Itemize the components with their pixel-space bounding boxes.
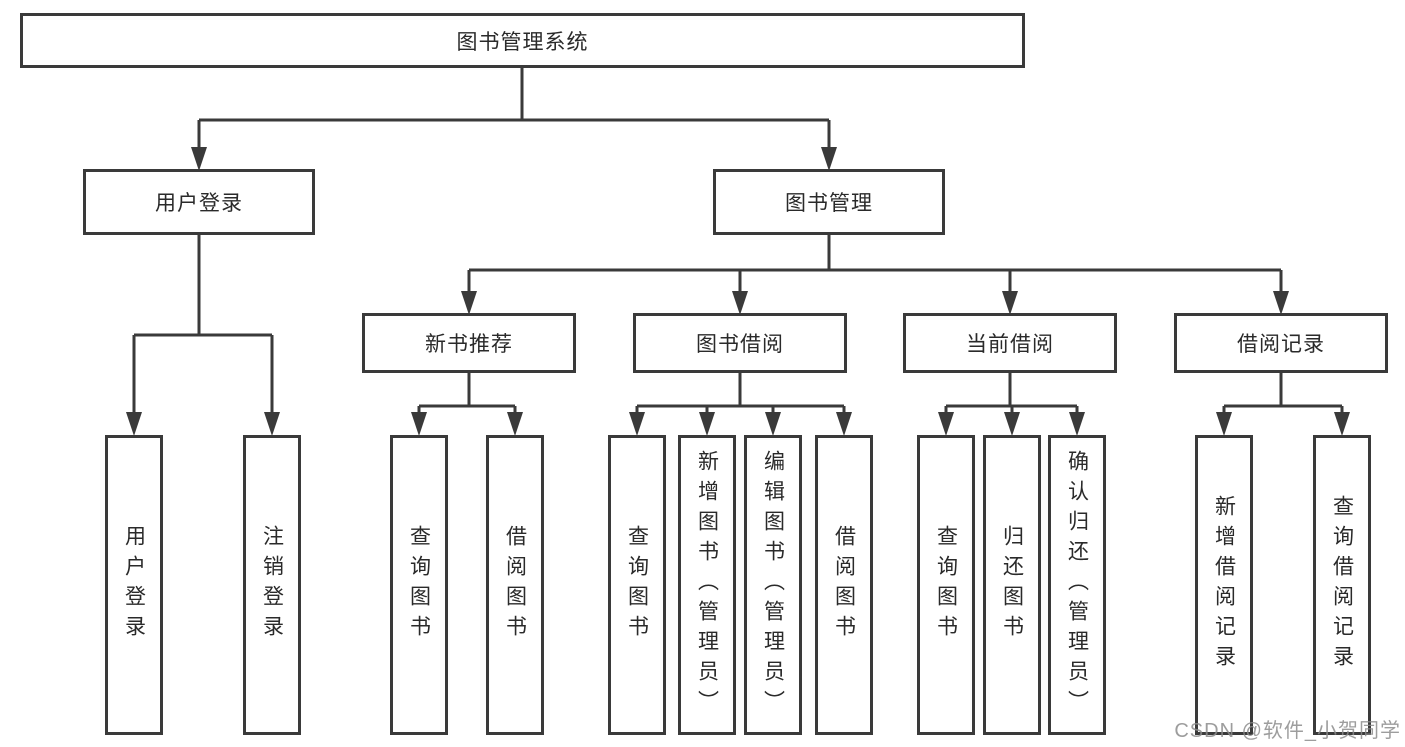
leaf-logout: 注销登录	[243, 435, 301, 735]
leaf-current-confirm-admin-label: 确认归还（管理员）	[1065, 450, 1089, 720]
node-borrow-records: 借阅记录	[1174, 313, 1388, 373]
node-root: 图书管理系统	[20, 13, 1025, 68]
node-root-label: 图书管理系统	[456, 30, 589, 54]
leaf-borrow-book-label: 借阅图书	[832, 525, 856, 645]
node-current-borrow: 当前借阅	[903, 313, 1117, 373]
leaf-borrow-edit-admin-label: 编辑图书（管理员）	[761, 450, 785, 720]
leaf-record-add-label: 新增借阅记录	[1212, 495, 1236, 675]
leaf-current-return: 归还图书	[983, 435, 1041, 735]
node-new-book-rec: 新书推荐	[362, 313, 576, 373]
leaf-record-add: 新增借阅记录	[1195, 435, 1253, 735]
node-book-borrow: 图书借阅	[633, 313, 847, 373]
node-current-borrow-label: 当前借阅	[966, 333, 1054, 356]
leaf-newbook-query: 查询图书	[390, 435, 448, 735]
leaf-newbook-borrow-label: 借阅图书	[503, 525, 527, 645]
leaf-current-return-label: 归还图书	[1000, 525, 1024, 645]
connector-new-book-rec	[417, 373, 517, 412]
leaf-user-login: 用户登录	[105, 435, 163, 735]
leaf-borrow-query-label: 查询图书	[625, 525, 649, 645]
leaf-borrow-query: 查询图书	[608, 435, 666, 735]
connector-user-login	[132, 235, 274, 412]
node-new-book-rec-label: 新书推荐	[425, 333, 513, 356]
leaf-newbook-borrow: 借阅图书	[486, 435, 544, 735]
leaf-current-query-label: 查询图书	[934, 525, 958, 645]
arrowheads	[126, 147, 1350, 436]
node-user-login-branch-label: 用户登录	[155, 192, 243, 215]
leaf-borrow-add-admin: 新增图书（管理员）	[678, 435, 736, 735]
leaf-newbook-query-label: 查询图书	[407, 525, 431, 645]
leaf-user-login-label: 用户登录	[122, 525, 146, 645]
leaf-borrow-edit-admin: 编辑图书（管理员）	[744, 435, 802, 735]
leaf-logout-label: 注销登录	[260, 525, 284, 645]
csdn-watermark: CSDN @软件_小贺同学	[1174, 720, 1401, 742]
connector-borrow-records	[1222, 373, 1344, 412]
connector-root	[197, 68, 831, 148]
node-borrow-records-label: 借阅记录	[1237, 333, 1325, 356]
leaf-current-query: 查询图书	[917, 435, 975, 735]
node-book-mgmt-branch-label: 图书管理	[785, 192, 873, 215]
node-book-borrow-label: 图书借阅	[696, 333, 784, 356]
leaf-current-confirm-admin: 确认归还（管理员）	[1048, 435, 1106, 735]
leaf-record-query: 查询借阅记录	[1313, 435, 1371, 735]
node-book-mgmt-branch: 图书管理	[713, 169, 945, 235]
connector-current-borrow	[944, 373, 1079, 412]
leaf-borrow-add-admin-label: 新增图书（管理员）	[695, 450, 719, 720]
connector-book-borrow	[635, 373, 846, 412]
node-user-login-branch: 用户登录	[83, 169, 315, 235]
leaf-record-query-label: 查询借阅记录	[1330, 495, 1354, 675]
connector-book-mgmt	[467, 235, 1283, 291]
leaf-borrow-book: 借阅图书	[815, 435, 873, 735]
